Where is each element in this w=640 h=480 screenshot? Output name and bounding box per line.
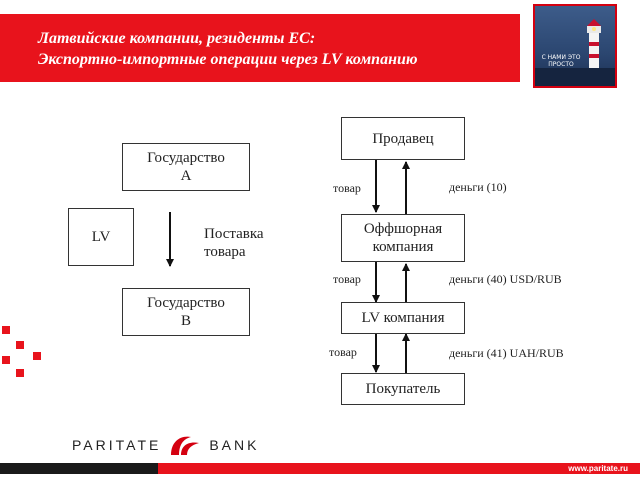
lv-company-label: LV компания	[361, 310, 445, 326]
goods-label-2: товар	[333, 272, 361, 286]
website-url: www.paritate.ru	[568, 464, 628, 473]
state-a-box: Государство А	[122, 143, 250, 191]
seller-label: Продавец	[372, 130, 434, 147]
money-label-2: деньги (40) USD/RUB	[449, 272, 562, 286]
decor-square	[33, 352, 41, 360]
decor-square	[2, 326, 10, 334]
logo-text-right: BANK	[209, 437, 260, 453]
footer-bar	[0, 463, 640, 474]
buyer-box: Покупатель	[341, 373, 465, 405]
seller-box: Продавец	[341, 117, 465, 160]
offshore-box: Оффшорная компания	[341, 214, 465, 262]
photo-caption: С НАМИ ЭТО ПРОСТО	[541, 54, 581, 68]
logo-emblem-icon	[171, 436, 200, 455]
money-label-3: деньги (41) UAH/RUB	[449, 346, 564, 360]
money-label-1: деньги (10)	[449, 180, 507, 194]
paritate-bank-logo: PARITATE BANK	[72, 432, 259, 458]
goods-label-1: товар	[333, 181, 361, 195]
decor-square	[16, 369, 24, 377]
page-title: Латвийские компании, резиденты ЕС: Экспо…	[38, 28, 418, 70]
state-a-label: Государство А	[147, 150, 225, 184]
title-line-2: Экспортно-импортные операции через LV ко…	[38, 51, 418, 68]
delivery-label: Поставка товара	[204, 226, 264, 260]
logo-text-left: PARITATE	[72, 437, 162, 453]
lv-company-box: LV компания	[341, 302, 465, 334]
header-banner	[0, 14, 520, 82]
lv-box: LV	[68, 208, 134, 266]
state-b-box: Государство В	[122, 288, 250, 336]
title-line-1: Латвийские компании, резиденты ЕС:	[38, 30, 316, 47]
offshore-label: Оффшорная компания	[363, 221, 443, 255]
state-b-label: Государство В	[147, 295, 225, 329]
lv-label: LV	[91, 229, 111, 245]
lighthouse-photo: С НАМИ ЭТО ПРОСТО	[533, 4, 617, 88]
lighthouse-icon	[535, 19, 615, 86]
goods-label-3: товар	[329, 345, 357, 359]
buyer-label: Покупатель	[365, 381, 441, 397]
decor-square	[2, 356, 10, 364]
decor-square	[16, 341, 24, 349]
